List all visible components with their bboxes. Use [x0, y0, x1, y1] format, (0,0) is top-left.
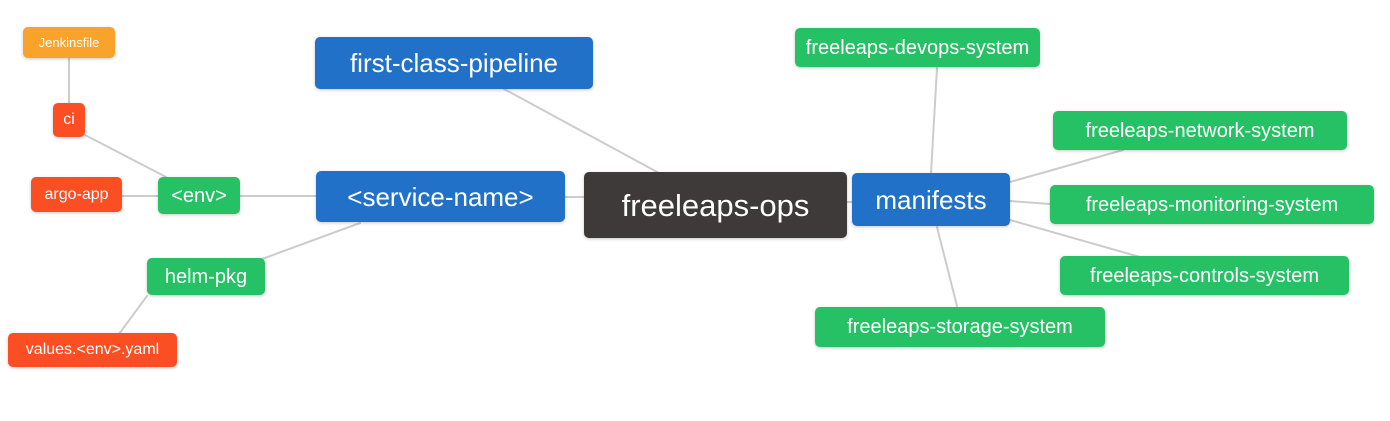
edge-manifests-to-freeleaps-monitoring-system	[1009, 200, 1051, 205]
edge-manifests-to-freeleaps-storage-system	[936, 226, 958, 307]
node-label-values-env-yaml: values.<env>.yaml	[25, 341, 160, 358]
node-helm-pkg[interactable]: helm-pkg	[147, 258, 265, 295]
node-label-argo-app: argo-app	[44, 185, 109, 203]
node-freeleaps-storage-system[interactable]: freeleaps-storage-system	[815, 307, 1105, 347]
node-label-first-class-pipeline: first-class-pipeline	[349, 48, 559, 78]
node-env[interactable]: <env>	[158, 177, 240, 214]
edge-manifests-to-freeleaps-devops-system	[930, 67, 938, 174]
node-first-class-pipeline[interactable]: first-class-pipeline	[315, 37, 593, 89]
edge-manifests-to-freeleaps-controls-system	[1009, 219, 1141, 258]
node-label-freeleaps-ops: freeleaps-ops	[621, 187, 810, 223]
node-label-env: <env>	[171, 184, 227, 207]
node-label-freeleaps-devops-system: freeleaps-devops-system	[805, 36, 1030, 59]
node-label-manifests: manifests	[875, 184, 987, 215]
node-label-service-name: <service-name>	[347, 181, 534, 212]
edge-first-class-pipeline-to-freeleaps-ops	[503, 88, 660, 174]
node-manifests[interactable]: manifests	[852, 173, 1010, 226]
node-label-freeleaps-controls-system: freeleaps-controls-system	[1090, 264, 1319, 287]
node-service-name[interactable]: <service-name>	[316, 171, 565, 222]
edge-service-name-to-helm-pkg	[261, 222, 361, 260]
node-label-ci: ci	[63, 111, 75, 128]
node-label-freeleaps-network-system: freeleaps-network-system	[1085, 119, 1315, 142]
node-freeleaps-controls-system[interactable]: freeleaps-controls-system	[1060, 256, 1349, 295]
edge-ci-to-env	[84, 134, 167, 178]
node-freeleaps-devops-system[interactable]: freeleaps-devops-system	[795, 28, 1040, 67]
node-argo-app[interactable]: argo-app	[31, 177, 122, 212]
node-label-freeleaps-storage-system: freeleaps-storage-system	[847, 316, 1073, 338]
node-values-env-yaml[interactable]: values.<env>.yaml	[8, 333, 177, 367]
edge-helm-pkg-to-values-env-yaml	[118, 295, 148, 335]
node-jenkinsfile[interactable]: Jenkinsfile	[23, 27, 115, 58]
node-ci[interactable]: ci	[53, 103, 85, 137]
node-label-freeleaps-monitoring-system: freeleaps-monitoring-system	[1085, 193, 1339, 216]
edge-manifests-to-freeleaps-network-system	[1009, 149, 1124, 183]
node-freeleaps-ops[interactable]: freeleaps-ops	[584, 172, 847, 238]
node-freeleaps-network-system[interactable]: freeleaps-network-system	[1053, 111, 1347, 150]
node-label-jenkinsfile: Jenkinsfile	[38, 35, 100, 50]
node-freeleaps-monitoring-system[interactable]: freeleaps-monitoring-system	[1050, 185, 1374, 224]
node-label-helm-pkg: helm-pkg	[164, 265, 248, 288]
